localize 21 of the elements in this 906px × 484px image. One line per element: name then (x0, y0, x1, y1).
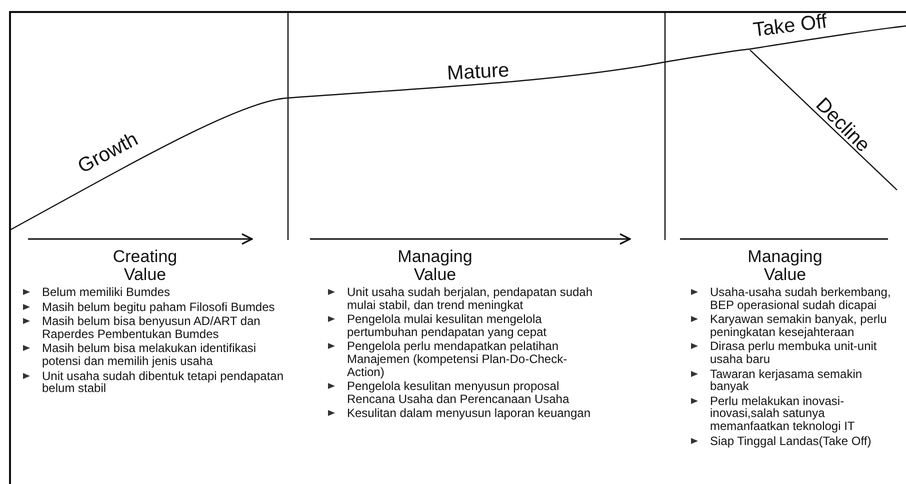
bullet-item: Kesulitan dalam menyusun laporan keuangan (325, 407, 595, 420)
stage-label: Take Off (752, 10, 828, 42)
phase-heading: Managing Value (746, 248, 824, 284)
bullet-item: Pengelola perlu mendapatkan pelatihan Manajemen (kompetensi Plan-Do-Check-Action) (325, 340, 595, 378)
bullet-item: Unit usaha sudah berjalan, pendapatan sudah mulai stabil, dan trend meningkat (325, 286, 595, 312)
bullet-item: Masih belum begitu paham Filosofi Bumdes (20, 300, 285, 314)
bullet-item: Tawaran kerjasama semakin banyak (688, 368, 902, 393)
bullet-item: Usaha-usaha sudah berkembang, BEP operasional sudah dicapai (688, 286, 902, 312)
bullet-item: Pengelola kesulitan menyusun proposal Rencana Usaha dan Perencanaan Usaha (325, 380, 595, 406)
bullet-item: Siap Tinggal Landas(Take Off) (688, 434, 902, 448)
phase-heading: Managing Value (396, 248, 474, 284)
bullet-item: Pengelola mulai kesulitan mengelola pertumbuhan pendapatan yang cepat (325, 313, 595, 338)
bullet-item: Dirasa perlu membuka unit-unit usaha baru (688, 340, 902, 366)
bullet-item: Belum memiliki Bumdes (20, 286, 285, 299)
bullet-item: Masih belum bisa benyusun AD/ART dan Raperdes Pembentukan Bumdes (20, 315, 285, 340)
bullet-item: Karyawan semakin banyak, perlu peningkatan kesejahteraan (688, 313, 902, 338)
phase-heading: Creating Value (112, 248, 178, 284)
bullet-item: Perlu melakukan inovasi-inovasi,salah satunya memanfaatkan teknologi IT (688, 394, 902, 433)
stage-label: Mature (446, 58, 510, 86)
bullet-item: Masih belum bisa melakukan identifikasi potensi dan memilih jenis usaha (20, 342, 285, 368)
bullet-item: Unit usaha sudah dibentuk tetapi pendapatan belum stabil (20, 370, 285, 395)
